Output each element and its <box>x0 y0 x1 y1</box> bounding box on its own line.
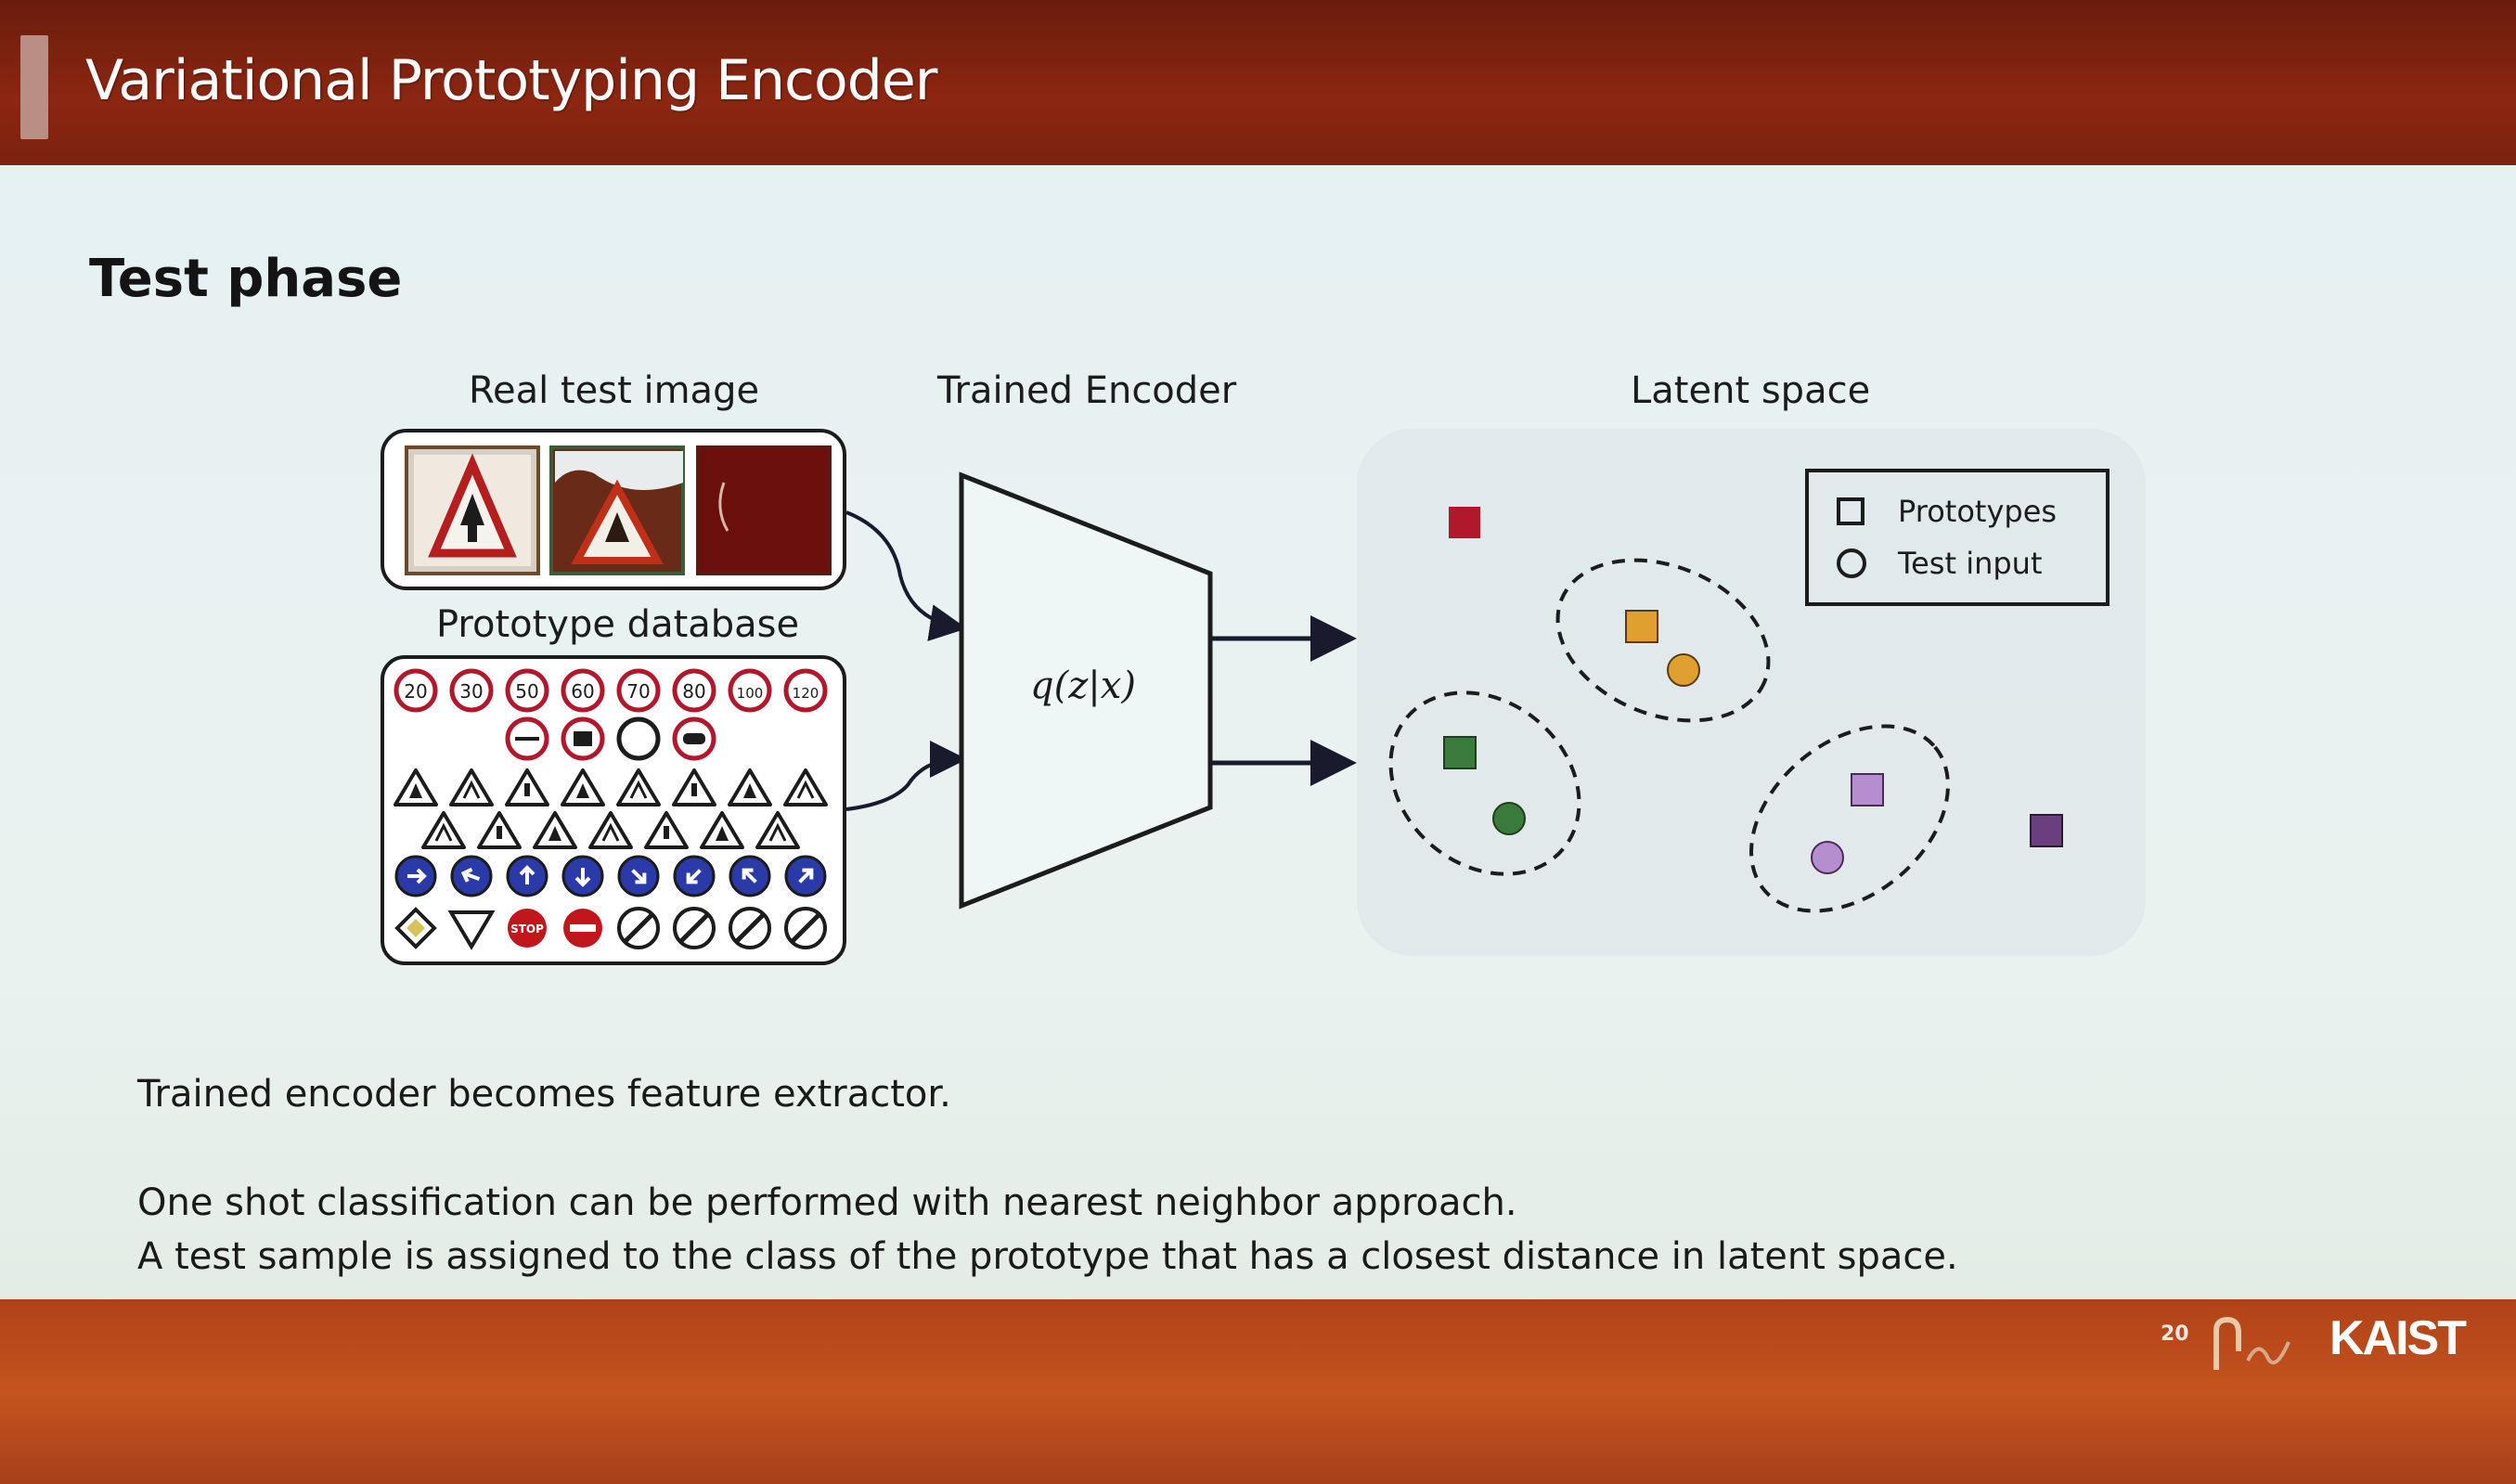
warning-sign-icon <box>755 811 800 849</box>
prototype-red-square <box>1449 507 1480 538</box>
svg-text:80: 80 <box>682 680 705 703</box>
page-number: 20 <box>2161 1323 2189 1346</box>
end-restriction-sign-icon <box>784 907 827 949</box>
latent-legend: Prototypes Test input <box>1805 469 2110 606</box>
end-restriction-sign-icon <box>617 907 660 949</box>
test-input-lavender-circle <box>1811 841 1844 874</box>
cluster-orange-ellipse <box>1555 558 1771 723</box>
warning-sign-icon <box>505 768 549 807</box>
speed-limit-sign-icon: 50 <box>505 668 549 713</box>
test-image-3 <box>696 445 832 575</box>
latent-space-label: Latent space <box>1631 369 1871 412</box>
mandatory-direction-sign-icon <box>729 855 771 897</box>
test-image-2 <box>549 445 685 575</box>
title-accent-bar <box>20 35 48 139</box>
mandatory-direction-sign-icon <box>506 855 548 897</box>
footer-bar <box>0 1299 2516 1484</box>
mandatory-direction-sign-icon <box>561 855 604 897</box>
warning-sign-icon <box>561 768 605 807</box>
svg-text:50: 50 <box>515 680 538 703</box>
warning-sign-icon <box>421 811 466 849</box>
end-restriction-sign-icon <box>729 907 771 949</box>
prototype-purple-square <box>2030 814 2063 847</box>
prototype-database-box <box>381 655 846 965</box>
slide-title: Variational Prototyping Encoder <box>85 48 937 113</box>
mandatory-direction-sign-icon <box>450 855 493 897</box>
kaist-logo: KAIST <box>2329 1311 2467 1365</box>
warning-sign-icon <box>700 811 744 849</box>
warning-sign-icon <box>783 768 828 807</box>
svg-text:20: 20 <box>404 680 427 703</box>
test-input-green-circle <box>1492 802 1526 835</box>
speed-limit-sign-icon: 80 <box>672 668 716 713</box>
body-text-1: Trained encoder becomes feature extracto… <box>137 1073 951 1116</box>
real-test-image-label: Real test image <box>469 369 760 412</box>
circle-legend-icon <box>1837 548 1866 578</box>
prototype-orange-square <box>1625 610 1658 643</box>
svg-text:30: 30 <box>459 680 483 703</box>
yield-sign-icon <box>447 910 496 950</box>
svg-text:70: 70 <box>626 680 650 703</box>
prohibition-sign-icon <box>616 716 661 761</box>
mandatory-direction-sign-icon <box>784 855 827 897</box>
warning-sign-icon <box>477 811 522 849</box>
end-restriction-sign-icon <box>673 907 716 949</box>
prohibition-sign-icon <box>561 716 605 761</box>
legend-row-prototypes: Prototypes <box>1837 493 2057 530</box>
lab-logo-icon <box>2213 1316 2290 1370</box>
prototype-green-square <box>1443 736 1477 769</box>
priority-road-sign-icon <box>394 907 437 949</box>
speed-limit-sign-icon: 100 <box>728 668 772 713</box>
stop-sign-icon: STOP <box>508 909 547 948</box>
no-entry-sign-icon <box>563 909 602 948</box>
warning-sign-icon <box>588 811 633 849</box>
cluster-green-ellipse <box>1388 690 1581 876</box>
warning-sign-icon <box>672 768 716 807</box>
speed-limit-sign-icon: 70 <box>616 668 661 713</box>
trained-encoder-label: Trained Encoder <box>937 369 1237 412</box>
warning-sign-icon <box>644 811 689 849</box>
warning-sign-icon <box>728 768 772 807</box>
speed-limit-sign-icon: 20 <box>394 668 438 713</box>
warning-sign-icon <box>449 768 494 807</box>
section-heading: Test phase <box>89 249 403 309</box>
encoder-trapezoid <box>959 471 1213 910</box>
prohibition-sign-icon <box>672 716 716 761</box>
warning-sign-icon <box>616 768 661 807</box>
svg-text:STOP: STOP <box>510 923 544 936</box>
speed-limit-sign-icon: 30 <box>449 668 494 713</box>
speed-limit-sign-icon: 60 <box>561 668 605 713</box>
svg-text:120: 120 <box>793 685 819 702</box>
mandatory-direction-sign-icon <box>617 855 660 897</box>
svg-text:60: 60 <box>571 680 594 703</box>
arrow-prototypes-to-encoder <box>845 741 967 811</box>
test-input-orange-circle <box>1667 653 1700 687</box>
body-text-3: A test sample is assigned to the class o… <box>137 1235 1958 1278</box>
prototype-database-label: Prototype database <box>436 603 800 646</box>
warning-sign-icon <box>533 811 577 849</box>
prototype-lavender-square <box>1851 773 1884 807</box>
arrow-test-to-encoder <box>845 510 967 641</box>
square-legend-icon <box>1837 497 1864 525</box>
warning-sign-icon <box>394 768 438 807</box>
svg-text:100: 100 <box>737 685 764 702</box>
speed-limit-sign-icon: 120 <box>783 668 828 713</box>
body-text-2: One shot classification can be performed… <box>137 1181 1517 1224</box>
legend-prototypes-label: Prototypes <box>1898 494 2058 529</box>
legend-row-test-input: Test input <box>1837 545 2043 582</box>
prohibition-sign-icon <box>505 716 549 761</box>
mandatory-direction-sign-icon <box>673 855 716 897</box>
mandatory-direction-sign-icon <box>394 855 437 897</box>
latent-space-background <box>1357 429 2146 956</box>
test-image-1 <box>405 445 540 575</box>
title-bar <box>0 0 2516 165</box>
encoder-formula: q(z|x) <box>1030 665 1136 707</box>
legend-test-input-label: Test input <box>1898 546 2043 581</box>
